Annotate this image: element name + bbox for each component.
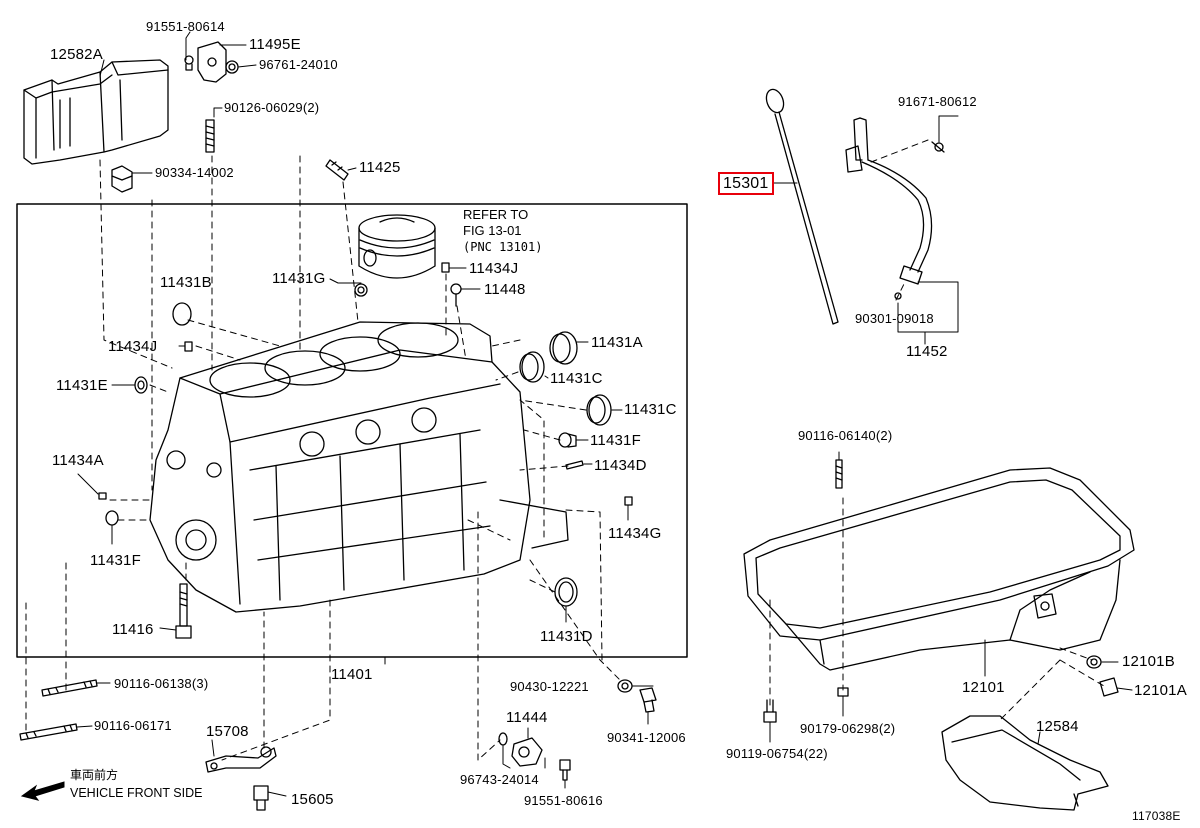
part-label-11444[interactable]: 11444: [506, 709, 548, 726]
pin-11434j-top-drawing: [441, 262, 450, 273]
part-label-11452[interactable]: 11452: [906, 343, 948, 360]
gasket-12101b-drawing: [1086, 655, 1102, 669]
reference-line-2: FIG 13-01: [463, 223, 522, 238]
part-label-90116-06140[interactable]: 90116-06140(2): [798, 428, 893, 443]
expansion-plug-11431g-drawing: [354, 283, 368, 297]
part-label-91671-80612[interactable]: 91671-80612: [898, 94, 977, 109]
part-label-15301-highlighted[interactable]: 15301: [718, 172, 774, 195]
part-label-12101b[interactable]: 12101B: [1122, 653, 1175, 670]
plug-11431f-left-drawing: [105, 510, 119, 526]
heat-insulator-12582a-drawing: [23, 59, 169, 165]
cylinder-block-group-frame: [16, 203, 688, 658]
part-label-15708[interactable]: 15708: [206, 723, 249, 740]
part-label-11434g[interactable]: 11434G: [608, 525, 662, 542]
baffle-12584-drawing: [941, 715, 1109, 811]
reference-line-3: (PNC 13101): [463, 240, 543, 254]
part-label-91551-80616[interactable]: 91551-80616: [524, 793, 603, 808]
part-label-11431c-b[interactable]: 11431C: [624, 401, 677, 418]
part-label-11434j-top[interactable]: 11434J: [469, 260, 519, 277]
part-label-11431b[interactable]: 11431B: [160, 274, 212, 291]
part-label-11431f-left[interactable]: 11431F: [90, 552, 141, 569]
pin-11434g-drawing: [624, 496, 633, 506]
plug-90334-drawing: [111, 165, 133, 193]
part-label-11434d[interactable]: 11434D: [594, 457, 647, 474]
pin-11434d-drawing: [565, 460, 584, 470]
plug-12101a-drawing: [1099, 677, 1119, 697]
oil-pan-12101-drawing: [743, 467, 1135, 671]
expansion-plug-11431c-b-drawing: [586, 394, 612, 426]
part-label-11431c-a[interactable]: 11431C: [550, 370, 603, 387]
part-label-90116-06138[interactable]: 90116-06138(3): [114, 676, 209, 691]
part-label-90430-12221[interactable]: 90430-12221: [510, 679, 589, 694]
expansion-plug-11431b-drawing: [172, 302, 192, 326]
plug-90341-drawing: [639, 687, 657, 713]
part-label-12101[interactable]: 12101: [962, 679, 1005, 696]
piston-reference-drawing: [358, 214, 436, 279]
part-label-12584[interactable]: 12584: [1036, 718, 1079, 735]
front-note-english: VEHICLE FRONT SIDE: [70, 786, 203, 800]
part-label-11448[interactable]: 11448: [484, 281, 526, 298]
part-label-11425[interactable]: 11425: [359, 159, 401, 176]
bolt-11416-drawing: [175, 583, 192, 639]
part-label-90334-14002[interactable]: 90334-14002: [155, 165, 234, 180]
valve-11444-drawing: [498, 732, 571, 781]
part-label-90341-12006[interactable]: 90341-12006: [607, 730, 686, 745]
reference-line-1: REFER TO: [463, 207, 529, 222]
part-label-12101a[interactable]: 12101A: [1134, 682, 1187, 699]
diagram-id: 117038E: [1132, 809, 1181, 823]
part-label-11495e[interactable]: 11495E: [249, 36, 301, 53]
bolt-90179-drawing: [837, 687, 849, 697]
cylinder-block-11401-drawing: [149, 321, 569, 613]
part-label-96761-24010[interactable]: 96761-24010: [259, 57, 338, 72]
stud-90116-06138-drawing: [41, 679, 98, 697]
expansion-plug-11431e-drawing: [134, 376, 148, 394]
part-label-90119-06754[interactable]: 90119-06754(22): [726, 746, 828, 761]
bracket-15708-drawing: [205, 746, 277, 773]
part-label-90301-09018[interactable]: 90301-09018: [855, 311, 934, 326]
plug-11431f-right-drawing: [558, 432, 577, 448]
part-label-15605[interactable]: 15605: [291, 791, 334, 808]
dipstick-15301-drawing: [765, 88, 839, 325]
part-label-90116-06171[interactable]: 90116-06171: [94, 718, 172, 733]
part-label-12582a[interactable]: 12582A: [50, 46, 103, 63]
part-label-11431f-right[interactable]: 11431F: [590, 432, 641, 449]
pin-11434a-drawing: [98, 492, 107, 500]
assembly-dashed-lines: [25, 139, 1105, 761]
part-label-11434j-left[interactable]: 11434J: [108, 338, 158, 355]
part-label-11431g[interactable]: 11431G: [272, 270, 326, 287]
plate-11495e-drawing: [184, 41, 239, 83]
stud-90116-06171-drawing: [19, 723, 78, 741]
plug-11448-drawing: [450, 283, 462, 307]
pin-11434j-left-drawing: [184, 341, 193, 352]
plug-11431d-drawing: [554, 577, 578, 607]
part-label-90126-06029[interactable]: 90126-06029(2): [224, 100, 320, 115]
part-label-91551-80614[interactable]: 91551-80614: [146, 19, 225, 34]
stud-90116-06140-drawing: [835, 459, 843, 489]
plug-15605-drawing: [253, 785, 269, 811]
part-label-11416[interactable]: 11416: [112, 621, 154, 638]
bolt-90119-drawing: [763, 699, 777, 723]
expansion-plug-11431c-a-drawing: [519, 351, 545, 383]
part-label-96743-24014[interactable]: 96743-24014: [460, 772, 539, 787]
part-label-11401[interactable]: 11401: [331, 666, 373, 683]
expansion-plug-11431a-drawing: [549, 331, 578, 365]
leader-lines: [76, 31, 1133, 797]
dipstick-guide-11452-drawing: [845, 117, 945, 300]
part-label-11431d[interactable]: 11431D: [540, 628, 593, 645]
part-label-11431a[interactable]: 11431A: [591, 334, 643, 351]
pin-11425-drawing: [325, 159, 349, 181]
part-label-11434a[interactable]: 11434A: [52, 452, 104, 469]
part-label-11431e[interactable]: 11431E: [56, 377, 108, 394]
gasket-90430-drawing: [617, 679, 633, 693]
part-label-90179-06298[interactable]: 90179-06298(2): [800, 721, 896, 736]
piston-reference-note: REFER TO FIG 13-01 (PNC 13101): [463, 207, 542, 255]
front-arrow-icon: [20, 781, 65, 801]
stud-90126-drawing: [205, 119, 215, 153]
front-note-japanese: 車両前方: [70, 768, 119, 782]
